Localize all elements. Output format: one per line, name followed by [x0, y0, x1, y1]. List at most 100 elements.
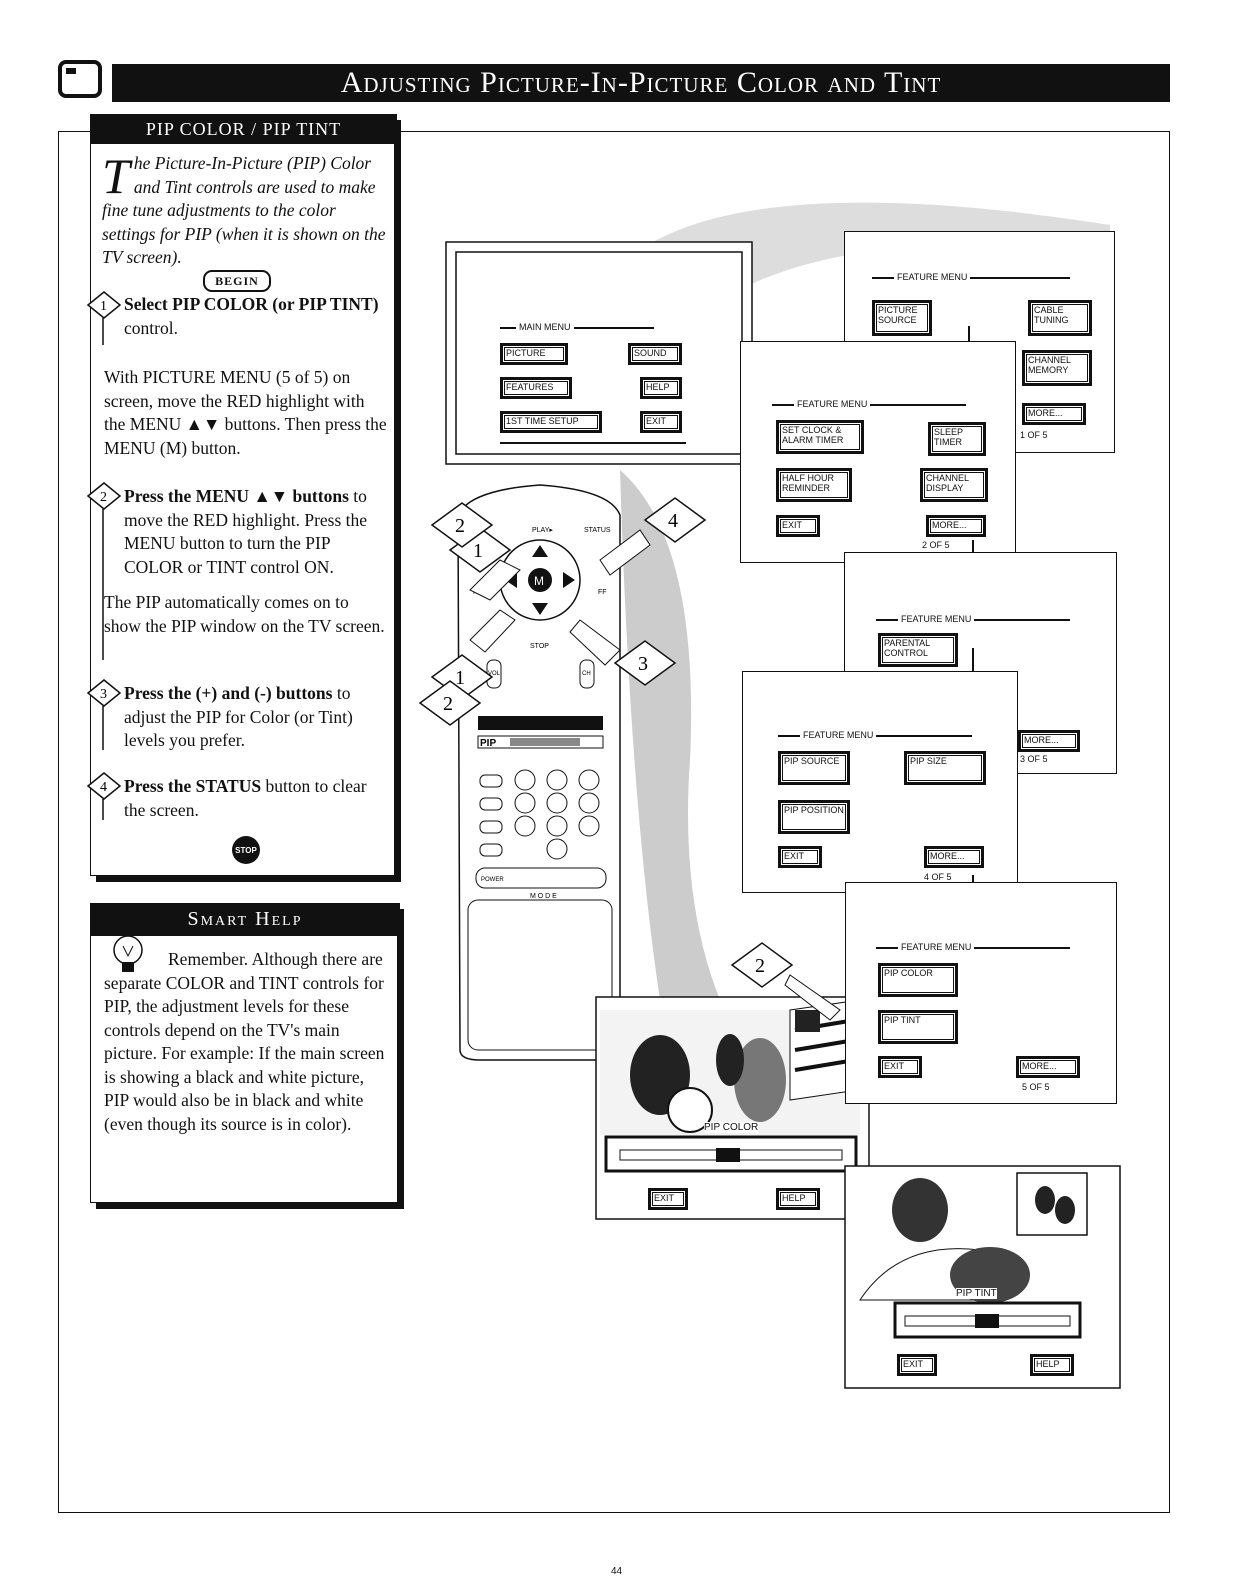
callout-4-label: 4	[668, 510, 678, 532]
step-2-text: Press the MENU ▲▼ buttons to move the RE…	[124, 485, 389, 579]
feature-menu-1-cable-tuning-button[interactable]: CABLE TUNING	[1028, 300, 1092, 336]
feature-menu-2-sleep-timer-button[interactable]: SLEEP TIMER	[928, 422, 986, 456]
pip-color-bar-label: PIP COLOR	[704, 1122, 759, 1133]
feature-menu-2-more-button[interactable]: MORE...	[926, 515, 986, 537]
hand-pointer	[469, 559, 521, 601]
remote-ff-label: FF	[598, 589, 607, 596]
step-1-rest: control.	[124, 317, 178, 338]
main-menu-help-button[interactable]: HELP	[640, 377, 682, 399]
feature-menu-5-pip-tint-button[interactable]: PIP TINT	[878, 1010, 958, 1044]
feature-menu-5-exit-button[interactable]: EXIT	[878, 1056, 922, 1078]
callout-3: 3	[613, 640, 677, 686]
remote-power-label: POWER	[481, 877, 504, 883]
remote-vol-label: VOL	[488, 671, 501, 677]
callout-2-pip-label: 2	[755, 955, 765, 977]
hand-pointer	[599, 529, 651, 576]
hand-pointer	[469, 609, 516, 653]
feature-menu-5-more-button[interactable]: MORE...	[1016, 1056, 1080, 1078]
callout-1-top-label: 1	[473, 540, 483, 562]
feature-menu-2-set-clock-button[interactable]: SET CLOCK & ALARM TIMER	[776, 420, 864, 454]
main-menu-first-time-setup-button[interactable]: 1ST TIME SETUP	[500, 411, 602, 433]
feature-menu-4-pip-size-button[interactable]: PIP SIZE	[904, 751, 986, 785]
feature-menu-1-title-text: FEATURE MENU	[897, 272, 968, 282]
hand-pointer	[569, 619, 621, 666]
feature-menu-5-title: FEATURE MENU	[876, 942, 1071, 952]
feature-menu-2-title: FEATURE MENU	[772, 399, 967, 409]
main-menu-features-button[interactable]: FEATURES	[500, 377, 572, 399]
feature-menu-1-more-button[interactable]: MORE...	[1022, 403, 1086, 425]
step-3-rest: to adjust the PIP for Color (or Tint) le…	[124, 683, 353, 750]
feature-menu-3-parental-control-button[interactable]: PARENTAL CONTROL	[878, 633, 958, 667]
feature-menu-4-exit-button[interactable]: EXIT	[778, 846, 822, 868]
remote-stop-label: STOP	[530, 643, 549, 650]
pip-color-exit-button[interactable]: EXIT	[648, 1188, 688, 1210]
remote-ch-label: CH	[582, 671, 591, 677]
feature-menu-3-page: 3 OF 5	[1020, 754, 1048, 764]
feature-menu-4-pip-position-button[interactable]: PIP POSITION	[778, 800, 850, 834]
callout-2-bottom-label: 2	[443, 693, 453, 715]
feature-menu-1-picture-source-button[interactable]: PICTURE SOURCE	[872, 300, 932, 336]
step-1-detail: With PICTURE MENU (5 of 5) on screen, mo…	[104, 367, 387, 458]
step-1-bold: Select PIP COLOR (or PIP TINT)	[124, 294, 379, 314]
remote-callouts: 1 2 3 4 1 2	[418, 497, 707, 726]
feature-menu-1-channel-memory-button[interactable]: CHANNEL MEMORY	[1022, 350, 1092, 386]
step-2-rest: to move the RED highlight. Press the MEN…	[124, 486, 368, 577]
pip-tint-bar-label: PIP TINT	[956, 1288, 997, 1299]
step-1-text: Select PIP COLOR (or PIP TINT) control.	[124, 293, 389, 340]
main-menu-picture-button[interactable]: PICTURE	[500, 343, 568, 365]
smart-help-heading: Smart Help	[90, 903, 400, 936]
remote-pip-label: PIP	[480, 738, 496, 749]
feature-menu-2-exit-button[interactable]: EXIT	[776, 515, 820, 537]
step-2-bold: Press the MENU ▲▼ buttons	[124, 486, 349, 506]
pip-tint-help-button[interactable]: HELP	[1030, 1354, 1074, 1376]
man-with-fruit-scene	[859, 1172, 1088, 1303]
remote-mode-label: M O D E	[530, 893, 557, 900]
step-4-bold: Press the STATUS	[124, 776, 262, 796]
pip-color-slider-thumb	[716, 1148, 740, 1162]
main-menu-exit-button[interactable]: EXIT	[640, 411, 682, 433]
step-4-rest: button to clear the screen.	[124, 776, 367, 820]
feature-menu-5-pip-color-button[interactable]: PIP COLOR	[878, 963, 958, 997]
step-4-text: Press the STATUS button to clear the scr…	[124, 775, 389, 822]
callout-2-pip: 2	[730, 942, 841, 1021]
pip-tint-exit-button[interactable]: EXIT	[897, 1354, 937, 1376]
remote-control: M PIP M O D E PLAY▸ STATUS REW FF STOP V…	[457, 484, 621, 1061]
page-title: Adjusting Picture-In-Picture Color and T…	[112, 64, 1170, 102]
feature-menu-4-more-button[interactable]: MORE...	[924, 846, 984, 868]
feature-menu-4-title: FEATURE MENU	[778, 730, 973, 740]
feature-menu-4-page: 4 OF 5	[924, 872, 952, 882]
page-number: 44	[610, 1566, 623, 1577]
intro-text: he Picture-In-Picture (PIP) Color and Ti…	[102, 153, 386, 267]
feature-menu-3-more-button[interactable]: MORE...	[1018, 730, 1080, 752]
feature-menu-4-pip-source-button[interactable]: PIP SOURCE	[778, 751, 850, 785]
soccer-players-scene	[630, 999, 861, 1133]
feature-menu-2-page: 2 OF 5	[922, 540, 950, 550]
remote-status-label: STATUS	[584, 527, 611, 534]
feature-menu-5-page: 5 OF 5	[1022, 1082, 1050, 1092]
feature-menu-1-title: FEATURE MENU	[872, 272, 1071, 282]
hand-pointer	[784, 974, 841, 1021]
main-menu-sound-button[interactable]: SOUND	[628, 343, 682, 365]
instruction-panel	[90, 114, 395, 876]
feature-menu-2-half-hour-reminder-button[interactable]: HALF HOUR REMINDER	[776, 468, 852, 502]
pip-color-help-button[interactable]: HELP	[776, 1188, 820, 1210]
feature-menu-3-title-text: FEATURE MENU	[901, 614, 972, 624]
feature-menu-3-title: FEATURE MENU	[876, 614, 1071, 624]
panel-heading: PIP COLOR / PIP TINT	[90, 114, 397, 144]
step-3-text: Press the (+) and (-) buttons to adjust …	[124, 682, 389, 753]
svg-text:M: M	[534, 574, 544, 588]
feature-menu-2-channel-display-button[interactable]: CHANNEL DISPLAY	[920, 468, 988, 502]
drop-cap: T	[102, 148, 130, 204]
begin-badge: BEGIN	[203, 270, 271, 292]
feature-menu-5-title-text: FEATURE MENU	[901, 942, 972, 952]
smart-help-body: Remember. Although there are separate CO…	[104, 949, 385, 1134]
lightbulb-icon	[113, 935, 143, 972]
remote-keypad	[475, 769, 607, 889]
callout-3-label: 3	[638, 653, 648, 675]
step-2-detail: The PIP automatically comes on to show t…	[104, 592, 385, 636]
swoosh-shape-2	[620, 470, 720, 1000]
main-menu-title: MAIN MENU	[500, 322, 654, 332]
smart-help-text: Remember. Although there are separate CO…	[104, 948, 389, 1136]
content-frame	[58, 131, 1170, 1513]
